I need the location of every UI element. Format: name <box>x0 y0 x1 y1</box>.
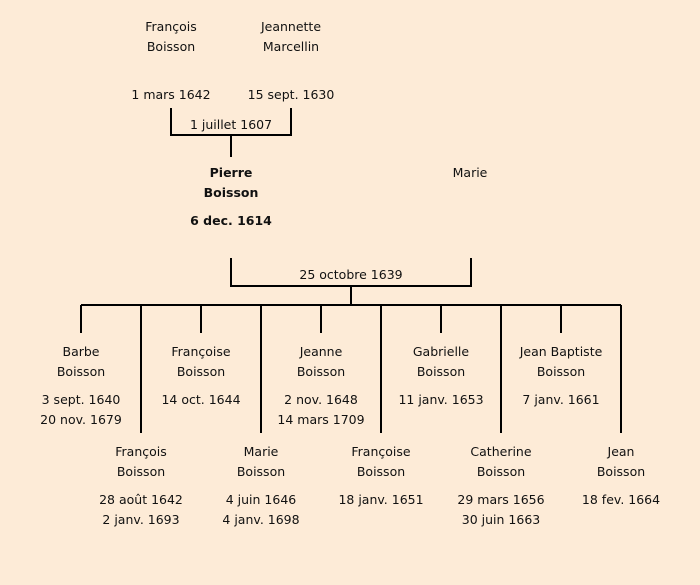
last-name: Boisson <box>596 464 646 479</box>
person-pierre[interactable]: Pierre Boisson 6 dec. 1614 <box>166 163 296 231</box>
last-name: Boisson <box>476 464 526 479</box>
child[interactable]: Jean Boisson 18 fev. 1664 <box>556 442 686 510</box>
last-name: Boisson <box>236 464 286 479</box>
date: 6 dec. 1614 <box>190 213 272 228</box>
last-name: Marcellin <box>262 39 320 54</box>
person-mother[interactable]: Jeannette Marcellin 15 sept. 1630 <box>226 17 356 105</box>
birth-date: 29 mars 1656 <box>457 492 545 507</box>
death-date: 30 juin 1663 <box>461 512 541 527</box>
child[interactable]: Catherine Boisson 29 mars 1656 30 juin 1… <box>436 442 566 530</box>
date: 1 mars 1642 <box>131 87 211 102</box>
first-name: Jeannette <box>260 19 322 34</box>
child[interactable]: Barbe Boisson 3 sept. 1640 20 nov. 1679 <box>16 342 146 430</box>
last-name: Boisson <box>176 364 226 379</box>
birth-date: 18 fev. 1664 <box>581 492 661 507</box>
first-name: Catherine <box>470 444 532 459</box>
birth-date: 7 janv. 1661 <box>522 392 600 407</box>
last-name: Boisson <box>536 364 586 379</box>
first-name: François <box>145 19 197 34</box>
first-name: Marie <box>452 165 488 180</box>
last-name: Boisson <box>146 39 196 54</box>
first-name: Jean Baptiste <box>519 344 603 359</box>
first-name: Gabrielle <box>412 344 470 359</box>
first-name: Françoise <box>351 444 411 459</box>
date: 15 sept. 1630 <box>247 87 335 102</box>
birth-date: 14 oct. 1644 <box>161 392 241 407</box>
person-father[interactable]: François Boisson 1 mars 1642 <box>106 17 236 105</box>
birth-date: 3 sept. 1640 <box>41 392 121 407</box>
first-name: Jean <box>607 444 635 459</box>
person-marie-spouse[interactable]: Marie <box>405 163 535 183</box>
child[interactable]: Françoise Boisson 14 oct. 1644 <box>136 342 266 410</box>
first-name: Marie <box>243 444 279 459</box>
last-name: Boisson <box>416 364 466 379</box>
birth-date: 11 janv. 1653 <box>398 392 484 407</box>
child[interactable]: Jean Baptiste Boisson 7 janv. 1661 <box>496 342 626 410</box>
child[interactable]: François Boisson 28 août 1642 2 janv. 16… <box>76 442 206 530</box>
death-date: 2 janv. 1693 <box>102 512 180 527</box>
death-date: 14 mars 1709 <box>277 412 365 427</box>
last-name: Boisson <box>116 464 166 479</box>
last-name: Boisson <box>356 464 406 479</box>
birth-date: 18 janv. 1651 <box>338 492 424 507</box>
first-name: Pierre <box>209 165 253 180</box>
child[interactable]: Marie Boisson 4 juin 1646 4 janv. 1698 <box>196 442 326 530</box>
child[interactable]: Gabrielle Boisson 11 janv. 1653 <box>376 342 506 410</box>
birth-date: 2 nov. 1648 <box>284 392 358 407</box>
death-date: 20 nov. 1679 <box>40 412 122 427</box>
child[interactable]: Jeanne Boisson 2 nov. 1648 14 mars 1709 <box>256 342 386 430</box>
first-name: Jeanne <box>299 344 343 359</box>
last-name: Boisson <box>296 364 346 379</box>
child[interactable]: Françoise Boisson 18 janv. 1651 <box>316 442 446 510</box>
first-name: François <box>115 444 167 459</box>
birth-date: 28 août 1642 <box>99 492 183 507</box>
last-name: Boisson <box>56 364 106 379</box>
couple-marriage-date: 25 octobre 1639 <box>299 267 403 282</box>
first-name: Barbe <box>62 344 100 359</box>
parents-marriage-date: 1 juillet 1607 <box>189 117 273 132</box>
first-name: Françoise <box>171 344 231 359</box>
birth-date: 4 juin 1646 <box>225 492 297 507</box>
death-date: 4 janv. 1698 <box>222 512 300 527</box>
last-name: Boisson <box>203 185 259 200</box>
